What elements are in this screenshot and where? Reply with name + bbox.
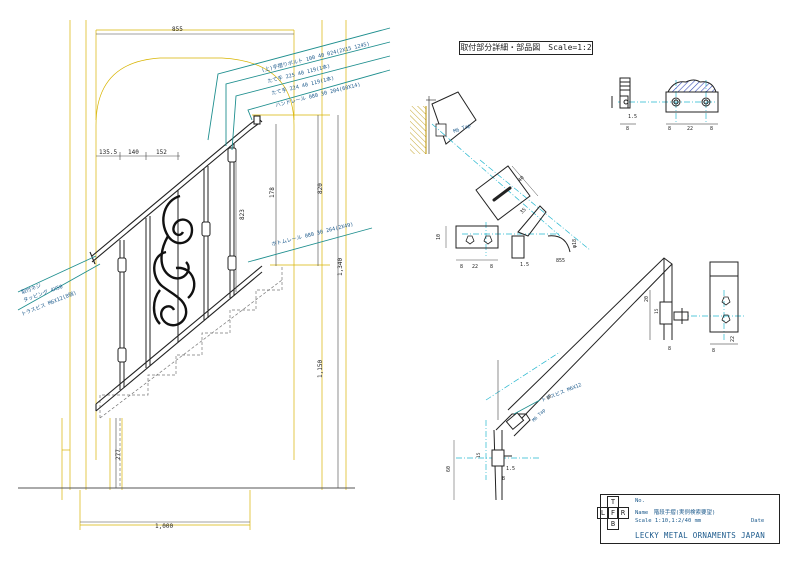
dim-1-5-c: 1.5 [506,466,515,472]
tb-name: Name 階段手摺(実例検索要望) [635,510,716,516]
tb-cell-l: L [597,507,609,519]
dim-40-b: 40 [545,393,553,401]
tb-date: Date [751,518,765,524]
dim-8-c: 8 [626,126,629,132]
elevation-view: 855 135.5 140 152 178 823 820 1,340 1,15… [17,20,391,530]
bottom-joint-detail: 60 1.5 8 15 トラスビス M6X12 M6 Tap 40 [446,360,583,501]
dim-820: 820 [317,183,324,194]
dim-135: 135.5 [99,149,117,156]
dim-22-a: 22 [472,264,478,270]
center-lines [431,80,744,480]
dim-35-a: 35 [519,207,528,216]
dim-8-d: 8 [668,126,671,132]
tb-cell-r: R [617,507,629,519]
dim-1-5-a: 1.5 [520,262,529,268]
dim-823: 823 [239,209,246,220]
dim-mtap-2: M6 Tap [531,407,547,423]
dim-8-h: 8 [502,476,505,482]
tb-brand: LECKY METAL ORNAMENTS JAPAN [635,531,766,540]
tb-number: No. [635,498,645,504]
dim-phi18: φ18 [572,239,578,248]
dim-1-5-b: 1.5 [628,114,637,120]
scroll-ornament [152,194,196,327]
dim-855: 855 [172,26,183,33]
yellow-construction-lines [61,20,347,530]
dim-20-a: 20 [644,296,650,302]
dim-10: 10 [436,234,442,240]
tb-cell-b: B [607,518,619,530]
dim-1340: 1,340 [337,258,344,276]
dim-178: 178 [269,187,276,198]
leader-lines [17,27,391,311]
dim-1000: 1,000 [155,523,173,530]
detail-title: 取付部分詳細・部品図 Scale=1:2 [459,41,593,55]
elevation-dimension-texts: 855 135.5 140 152 178 823 820 1,340 1,15… [99,26,344,530]
rail-section-detail: 1.5 8 8 22 8 [611,77,719,132]
bracket-plate-detail: 40 35 [475,165,539,221]
dim-8-f: 8 [668,346,671,352]
dim-152: 152 [156,149,167,156]
title-block: T L F R B No. Name 階段手摺(実例検索要望) Scale 1:… [597,494,780,544]
end-plate-detail: 8 22 [709,261,739,354]
dim-1150: 1,150 [317,360,324,378]
dim-277: 277 [115,449,122,460]
dim-15-b: 15 [476,452,482,458]
dim-8-e: 8 [710,126,713,132]
elevation-dimensions [80,33,339,523]
dim-140: 140 [128,149,139,156]
bottom-rail [95,265,263,412]
diagonal-rail-detail: 20 15 8 [507,257,689,421]
dim-60: 60 [446,466,452,472]
detail-views: M6 Tap 40 35 [410,77,744,501]
dim-8-a: 8 [460,264,463,270]
angle-bracket-detail: φ18 855 1.5 [511,205,578,268]
flange-plate-front: 10 8 22 8 [436,225,499,270]
dim-8-b: 8 [490,264,493,270]
tb-scale: Scale 1:10,1:2/40 mm [635,518,702,524]
dim-22-b: 22 [687,126,693,132]
wall-bracket-detail: M6 Tap [410,91,477,154]
dim-22-c: 22 [730,336,736,342]
dim-855-small: 855 [556,258,565,264]
dim-mtap-1: M6 Tap [453,123,472,135]
dim-15-a: 15 [654,308,660,314]
callout-bottom-rail: ボトムレール 080 30 264(2X49) [271,220,355,248]
staircase-outline [99,265,283,488]
dim-40-a: 40 [517,175,526,184]
dim-8-g: 8 [712,348,715,354]
